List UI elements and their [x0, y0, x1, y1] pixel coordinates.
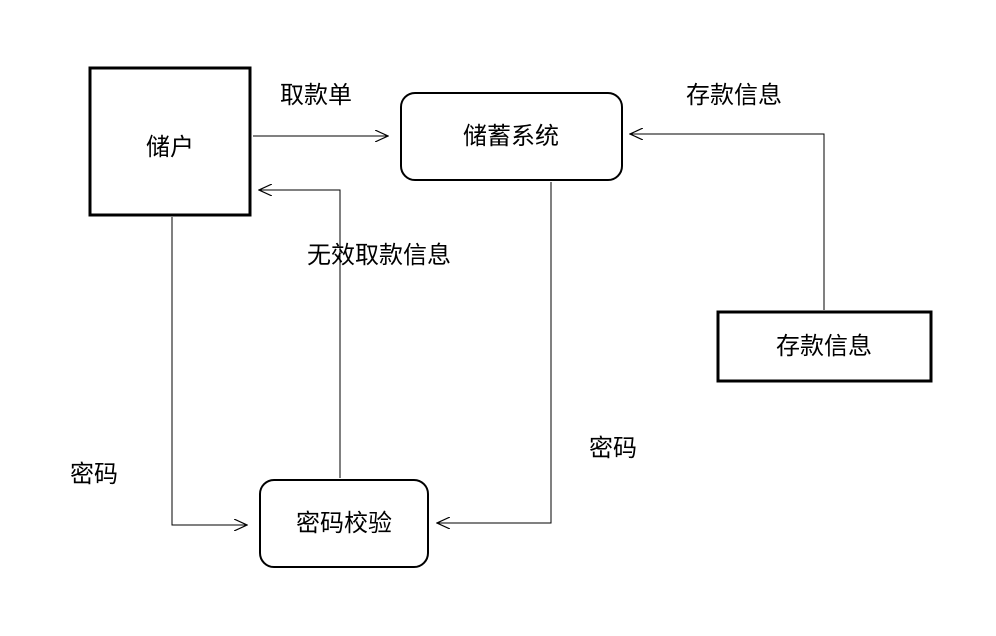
flow-invalid-withdrawal-label: 无效取款信息: [307, 241, 451, 269]
flow-password-left-arrow: [171, 217, 247, 525]
node-password-check: 密码校验: [259, 479, 429, 568]
flow-deposit-info-label: 存款信息: [686, 81, 782, 109]
savings-system-label: 储蓄系统: [463, 122, 559, 150]
flow-invalid-withdrawal-arrow: [259, 190, 341, 478]
deposit-info-store-label: 存款信息: [776, 332, 872, 360]
deposit-info-store-box: [716, 310, 933, 383]
password-check-label: 密码校验: [296, 509, 392, 537]
node-depositor: 储户: [88, 66, 252, 217]
flow-password-left-label: 密码: [70, 460, 118, 488]
flow-withdrawal-slip-label: 取款单: [280, 81, 352, 109]
node-savings-system: 储蓄系统: [400, 92, 623, 181]
flow-password-right-arrow: [437, 182, 552, 523]
node-deposit-info-store: 存款信息: [716, 310, 933, 383]
flow-deposit-info-arrow: [630, 134, 825, 310]
flow-password-right-label: 密码: [589, 434, 637, 462]
depositor-label: 储户: [146, 133, 194, 161]
password-check-box: [259, 479, 429, 568]
depositor-box: [88, 66, 252, 217]
savings-system-box: [400, 92, 623, 181]
